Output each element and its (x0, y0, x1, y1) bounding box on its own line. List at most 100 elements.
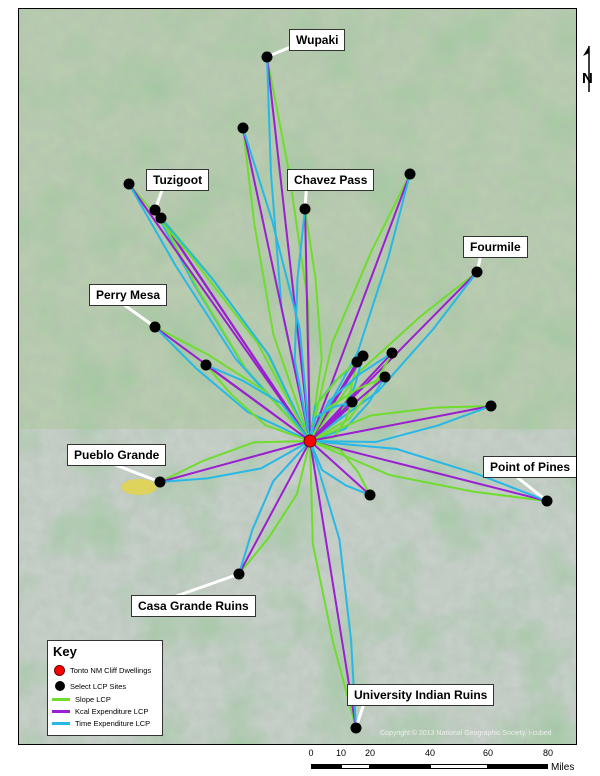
kcal-lcp-route (309, 352, 393, 442)
scale-tick: 80 (542, 748, 554, 758)
kcal-lcp-route (242, 127, 311, 442)
time-lcp-route (154, 326, 311, 442)
slope-lcp-route (238, 440, 311, 575)
kcal-lcp-route (309, 355, 364, 442)
time-lcp-route (309, 271, 478, 442)
lcp-site-marker[interactable] (357, 350, 369, 362)
site-label-casa[interactable]: Casa Grande Ruins (131, 595, 256, 617)
lcp-site-marker[interactable] (346, 396, 358, 408)
lcp-site-marker[interactable] (149, 204, 161, 216)
north-arrow-icon (583, 46, 590, 92)
time-lcp-route (293, 208, 311, 442)
lcp-site-marker[interactable] (541, 495, 553, 507)
lcp-site-marker[interactable] (386, 347, 398, 359)
lcp-site-marker[interactable] (379, 371, 391, 383)
lcp-site-marker[interactable] (261, 51, 273, 63)
time-lcp-route (309, 405, 492, 444)
kcal-lcp-route (309, 440, 548, 502)
legend: Key Tonto NM Cliff Dwellings Select LCP … (47, 640, 163, 736)
line-swatch-icon (52, 722, 70, 725)
lcp-sites (123, 51, 553, 734)
time-lcp-route (309, 440, 371, 496)
kcal-lcp-route (304, 208, 311, 442)
lcp-site-marker[interactable] (154, 476, 166, 488)
slope-lcp-route (309, 440, 357, 729)
legend-label: Select LCP Sites (70, 681, 127, 691)
slope-lcp-route (309, 352, 393, 442)
slope-lcp-route (304, 208, 323, 442)
black-dot-icon (55, 681, 65, 691)
legend-label: Kcal Expenditure LCP (75, 707, 149, 716)
site-label-univ[interactable]: University Indian Ruins (347, 684, 495, 706)
scale-bar: 0 10 20 40 60 80 Miles (300, 746, 600, 776)
lcp-site-marker[interactable] (155, 212, 167, 224)
north-label: N (582, 70, 593, 87)
site-label-wupaki[interactable]: Wupaki (289, 29, 346, 51)
kcal-lcp-route (160, 217, 311, 442)
site-label-pueblo[interactable]: Pueblo Grande (67, 444, 167, 466)
line-swatch-icon (52, 710, 70, 713)
site-label-pines[interactable]: Point of Pines (483, 456, 576, 478)
time-lcp-route (309, 352, 393, 442)
lcp-site-marker[interactable] (471, 266, 483, 278)
lcp-site-marker[interactable] (364, 489, 376, 501)
legend-item-center: Tonto NM Cliff Dwellings (52, 665, 151, 676)
time-lcp-route (205, 364, 311, 442)
scale-tick: 40 (424, 748, 436, 758)
site-label-chavez[interactable]: Chavez Pass (287, 169, 375, 191)
kcal-lcp-route (309, 173, 411, 442)
legend-label: Tonto NM Cliff Dwellings (70, 666, 152, 675)
lcp-site-marker[interactable] (233, 568, 245, 580)
scale-segment (341, 764, 370, 769)
slope-lcp-route (159, 440, 311, 483)
lcp-site-marker[interactable] (237, 122, 249, 134)
time-lcp-route (309, 401, 353, 442)
red-dot-icon (54, 665, 65, 676)
slope-lcp-route (309, 376, 386, 442)
slope-lcp-route (242, 127, 311, 442)
site-label-tuzigoot[interactable]: Tuzigoot (146, 169, 210, 191)
time-lcp-route (160, 217, 311, 442)
scale-segment (370, 764, 430, 769)
kcal-lcp-route (128, 183, 311, 442)
lcp-site-marker[interactable] (485, 400, 497, 412)
site-label-perry[interactable]: Perry Mesa (89, 284, 168, 306)
phoenix-urban-area (121, 479, 157, 495)
lcp-site-marker[interactable] (149, 321, 161, 333)
time-lcp-route (242, 127, 311, 442)
kcal-lcp-route (309, 405, 492, 442)
line-swatch-icon (52, 698, 70, 701)
legend-label: Slope LCP (75, 695, 111, 704)
time-lcp-route (238, 440, 311, 575)
north-arrow: N (581, 46, 597, 97)
copyright-text: Copyright:© 2013 National Geographic Soc… (380, 730, 552, 737)
legend-item-time: Time Expenditure LCP (52, 719, 150, 728)
lcp-routes (128, 56, 548, 729)
scale-tick: 10 (335, 748, 347, 758)
legend-item-kcal: Kcal Expenditure LCP (52, 707, 148, 716)
slope-lcp-route (309, 440, 371, 496)
lcp-site-marker[interactable] (200, 359, 212, 371)
kcal-lcp-route (238, 440, 311, 575)
legend-title: Key (53, 644, 77, 659)
slope-lcp-route (309, 173, 411, 442)
lcp-site-marker[interactable] (299, 203, 311, 215)
site-label-fourmile[interactable]: Fourmile (463, 236, 528, 258)
scale-unit: Miles (551, 762, 575, 773)
lcp-site-marker[interactable] (123, 178, 135, 190)
time-lcp-route (309, 440, 548, 502)
scale-tick: 0 (308, 748, 314, 758)
slope-lcp-route (309, 405, 492, 442)
time-lcp-route (309, 376, 386, 442)
legend-item-sites: Select LCP Sites (52, 681, 126, 691)
lcp-site-marker[interactable] (350, 722, 362, 734)
kcal-lcp-route (309, 440, 371, 496)
kcal-lcp-route (205, 364, 311, 442)
tonto-cliff-dwellings-marker[interactable] (303, 434, 317, 448)
kcal-lcp-route (159, 440, 311, 483)
slope-lcp-route (205, 364, 311, 442)
scale-segment (488, 764, 548, 769)
time-lcp-route (159, 440, 311, 483)
lcp-site-marker[interactable] (404, 168, 416, 180)
